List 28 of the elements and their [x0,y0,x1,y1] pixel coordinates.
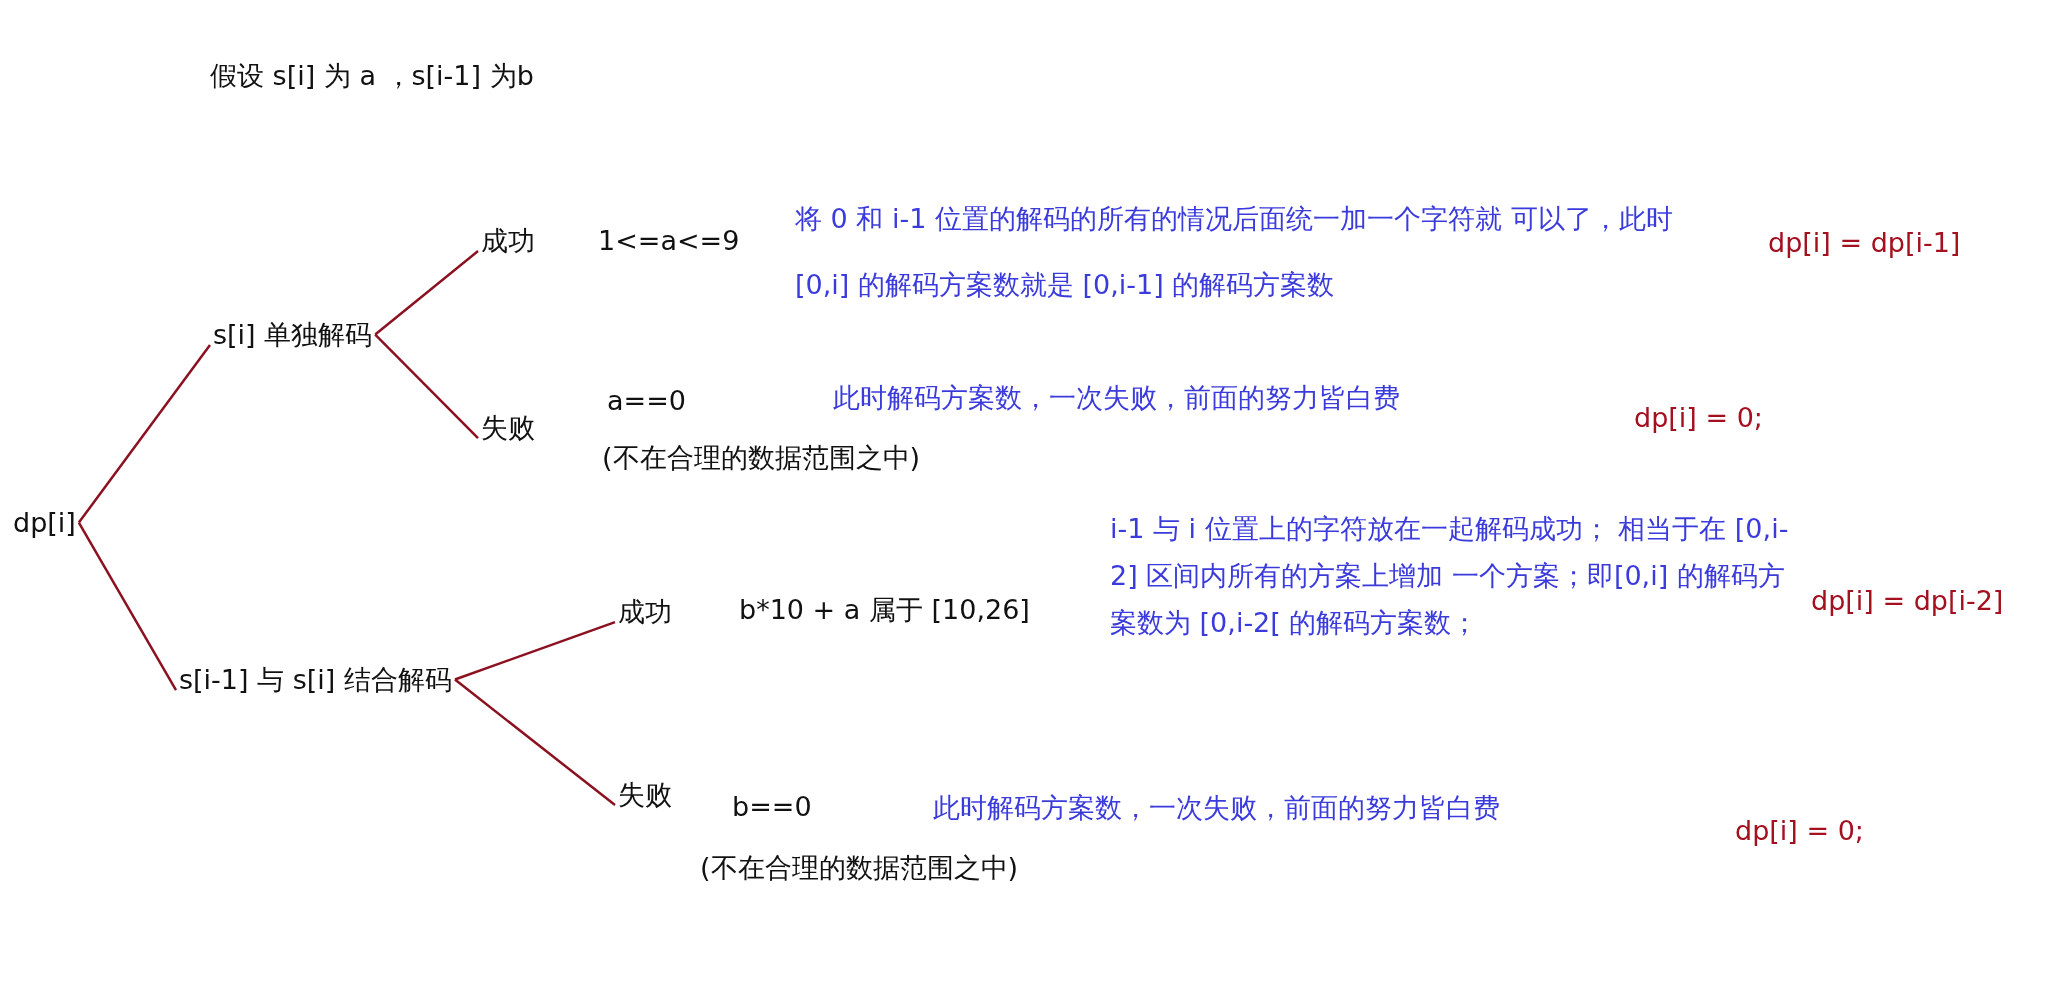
tree-node-label: s[i-1] 与 s[i] 结合解码 [179,662,452,698]
condition-text: b*10 + a 属于 [10,26] [739,593,1030,627]
formula-text: dp[i] = 0; [1735,814,1864,848]
tree-branch-line [374,333,479,439]
explanation-text: 此时解码方案数，一次失败，前面的努力皆白费 [833,381,1400,415]
note-text: 假设 s[i] 为 a ，s[i-1] 为b [210,59,534,93]
formula-text: dp[i] = 0; [1634,401,1763,435]
condition-text: b==0 [732,790,812,824]
tree-node-label: 失败 [481,410,535,446]
formula-text: dp[i] = dp[i-2] [1811,584,2004,618]
tree-branch-line [77,344,211,524]
explanation-text: 将 0 和 i-1 位置的解码的所有的情况后面统一加一个字符就 可以了，此时 [0,i] 的解码方案数就是 [0,i-1] 的解码方案数 [795,202,1674,302]
condition-text: (不在合理的数据范围之中) [700,851,1019,885]
tree-node-label: 成功 [618,594,672,630]
tree-node-label: s[i] 单独解码 [213,317,373,353]
condition-text: 1<=a<=9 [598,224,740,258]
formula-text: dp[i] = dp[i-1] [1768,226,1961,260]
tree-branch-line [454,678,616,807]
tree-node-label: dp[i] [13,505,76,541]
tree-node-label: 失败 [618,777,672,813]
tree-node-label: 成功 [481,223,535,259]
condition-text: (不在合理的数据范围之中) [602,441,921,475]
tree-branch-line [77,521,178,691]
explanation-text: 此时解码方案数，一次失败，前面的努力皆白费 [933,791,1500,825]
explanation-text: i-1 与 i 位置上的字符放在一起解码成功； 相当于在 [0,i-2] 区间内所有的方案上增加 一个方案；即[0,i] 的解码方案数为 [0,i-2[ 的解码方案数； [1110,512,1790,640]
tree-branch-line [374,250,479,336]
condition-text: a==0 [607,384,686,418]
tree-branch-line [454,620,616,681]
